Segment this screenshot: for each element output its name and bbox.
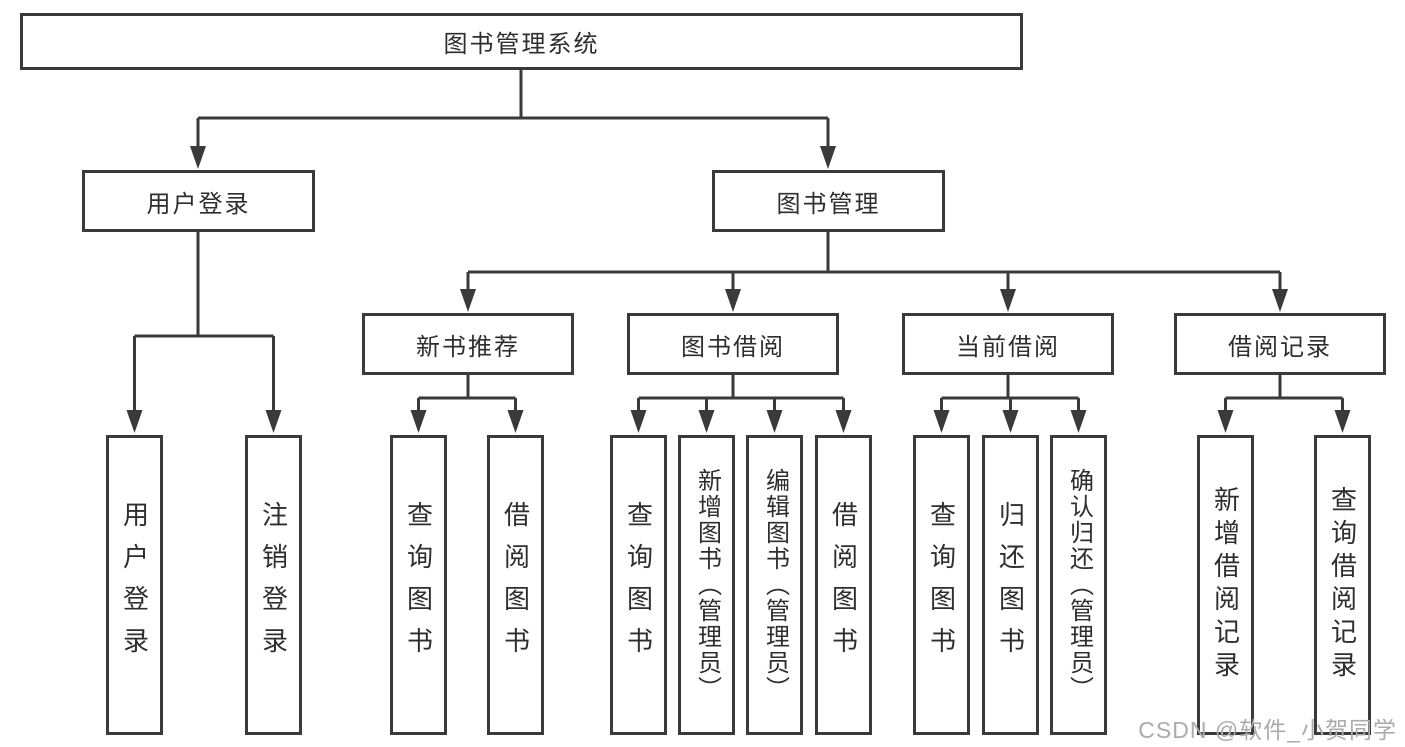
leaf-query-books-recommend: 查询图书 xyxy=(390,435,447,735)
node-label: 用户登录 xyxy=(119,501,150,669)
arrow-icon xyxy=(460,289,476,312)
arrowheads xyxy=(126,146,1351,433)
arrow-icon xyxy=(507,410,524,433)
node-label: 图书管理系统 xyxy=(443,31,600,58)
leaf-logout: 注销登录 xyxy=(245,435,302,735)
connector-new-book-recommend-children xyxy=(417,375,517,414)
node-label: 图书管理 xyxy=(776,190,881,218)
connector-user-login-children xyxy=(133,232,275,414)
node-new-book-recommend: 新书推荐 xyxy=(362,313,574,375)
arrow-icon xyxy=(410,410,427,433)
arrow-icon xyxy=(1070,410,1087,433)
connector-book-borrowing-children xyxy=(637,375,845,414)
leaf-add-book-admin: 新增图书（管理员） xyxy=(678,435,735,735)
node-label: 查询图书 xyxy=(403,501,434,669)
arrow-icon xyxy=(1000,289,1016,312)
connector-borrowing-records-children xyxy=(1224,375,1344,414)
node-label: 借阅图书 xyxy=(828,501,859,669)
leaf-query-borrow-record: 查询借阅记录 xyxy=(1314,435,1371,735)
node-label: 借阅图书 xyxy=(500,501,531,669)
node-label: 新增借阅记录 xyxy=(1210,486,1241,684)
node-label: 确认归还（管理员） xyxy=(1065,468,1093,702)
leaf-user-login: 用户登录 xyxy=(106,435,163,735)
node-book-borrowing: 图书借阅 xyxy=(627,313,839,375)
leaf-confirm-return-admin: 确认归还（管理员） xyxy=(1050,435,1107,735)
arrow-icon xyxy=(820,146,836,169)
leaf-edit-book-admin: 编辑图书（管理员） xyxy=(746,435,803,735)
leaf-add-borrow-record: 新增借阅记录 xyxy=(1197,435,1254,735)
leaf-query-books-current: 查询图书 xyxy=(913,435,970,735)
arrow-icon xyxy=(126,410,143,433)
node-label: 用户登录 xyxy=(146,190,251,218)
connector-current-borrowing-children xyxy=(940,375,1080,414)
node-current-borrowing: 当前借阅 xyxy=(902,313,1114,375)
leaf-query-books-borrowing: 查询图书 xyxy=(610,435,667,735)
arrow-icon xyxy=(1334,410,1351,433)
node-label: 注销登录 xyxy=(258,501,289,669)
arrow-icon xyxy=(1217,410,1234,433)
node-label: 查询图书 xyxy=(623,501,654,669)
arrow-icon xyxy=(835,410,852,433)
arrow-icon xyxy=(1002,410,1019,433)
leaf-borrow-books: 借阅图书 xyxy=(815,435,872,735)
arrow-icon xyxy=(766,410,783,433)
node-label: 图书借阅 xyxy=(681,333,785,361)
arrow-icon xyxy=(630,410,647,433)
node-label: 新增图书（管理员） xyxy=(693,468,721,702)
node-user-login: 用户登录 xyxy=(82,170,315,232)
node-label: 归还图书 xyxy=(995,501,1026,669)
node-label: 借阅记录 xyxy=(1228,333,1332,361)
csdn-watermark: CSDN @软件_小贺同学 xyxy=(1138,717,1397,743)
arrow-icon xyxy=(190,146,206,169)
arrow-icon xyxy=(933,410,950,433)
arrow-icon xyxy=(698,410,715,433)
node-label: 查询借阅记录 xyxy=(1327,486,1358,684)
leaf-borrow-books-recommend: 借阅图书 xyxy=(487,435,544,735)
node-borrowing-records: 借阅记录 xyxy=(1174,313,1386,375)
arrow-icon xyxy=(265,410,282,433)
node-label: 编辑图书（管理员） xyxy=(761,468,789,702)
node-book-management: 图书管理 xyxy=(712,170,945,232)
arrow-icon xyxy=(725,289,741,312)
node-label: 当前借阅 xyxy=(956,333,1060,361)
node-label: 查询图书 xyxy=(926,501,957,669)
leaf-return-books: 归还图书 xyxy=(982,435,1039,735)
connector-root-to-level2 xyxy=(196,70,830,150)
node-library-management-system: 图书管理系统 xyxy=(20,13,1023,70)
node-label: 新书推荐 xyxy=(416,333,520,361)
arrow-icon xyxy=(1272,289,1288,312)
connector-book-management-children xyxy=(466,232,1282,294)
